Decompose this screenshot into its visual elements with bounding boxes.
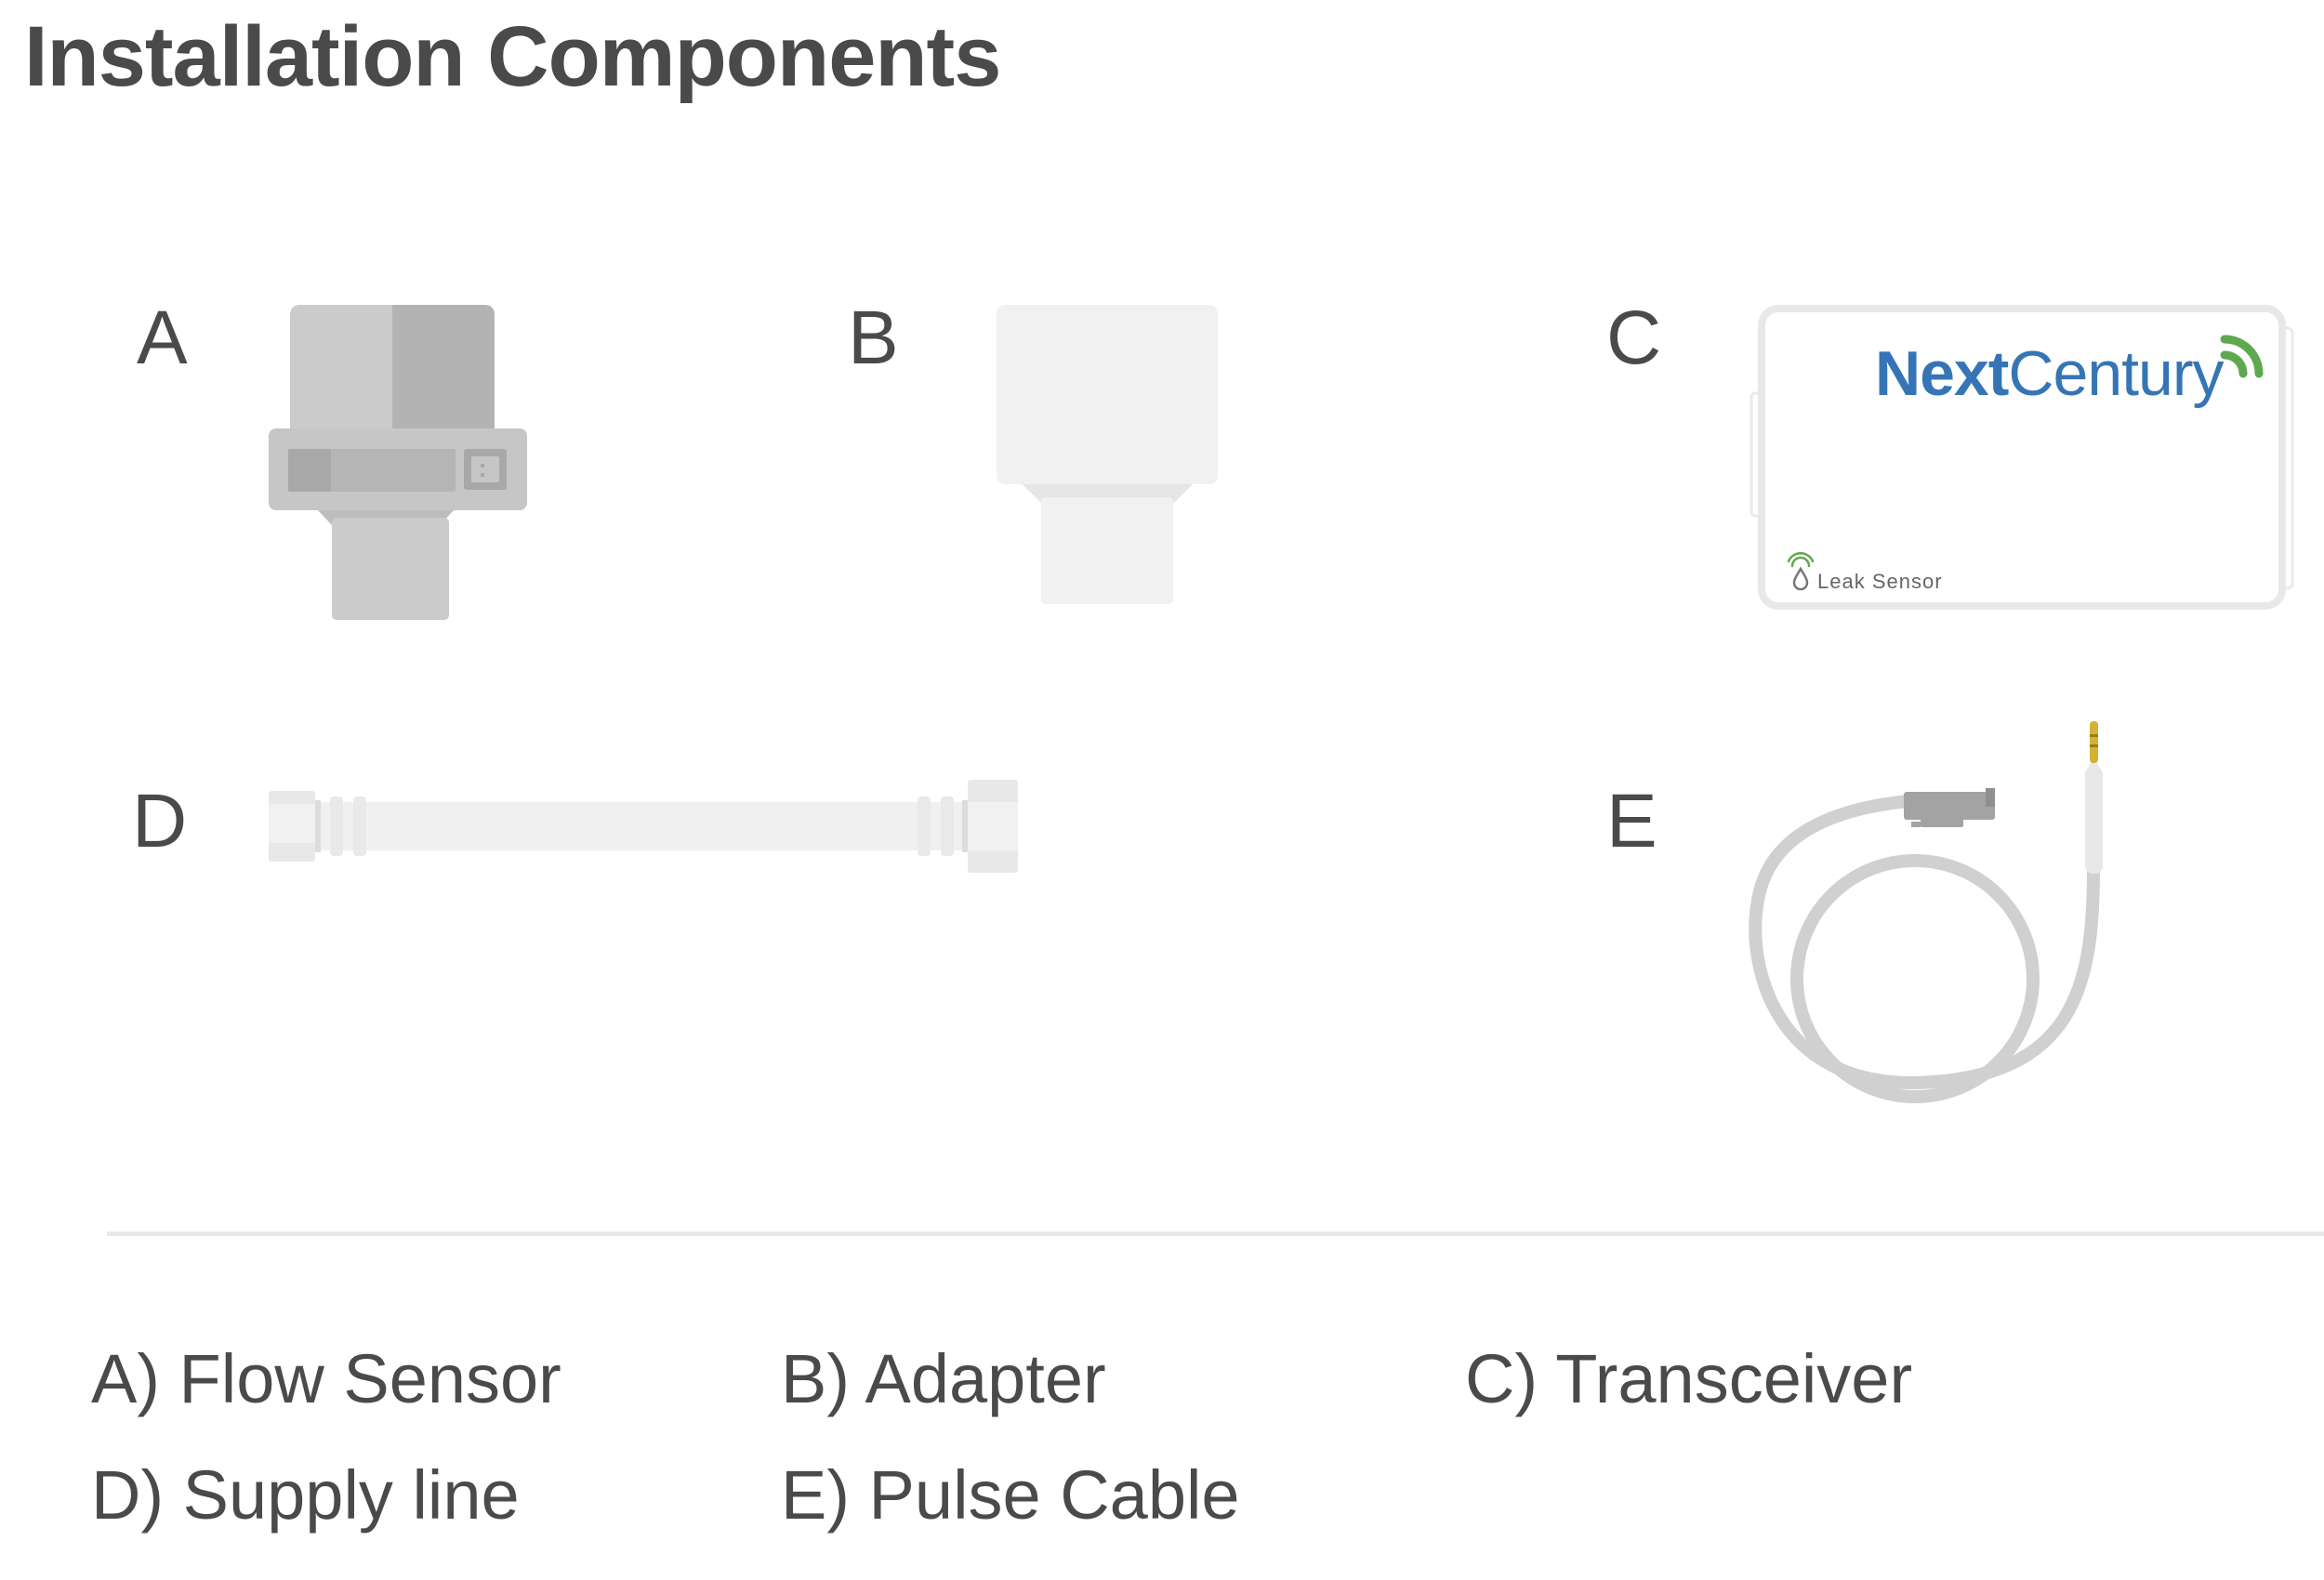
figure-letter-d: D (132, 779, 188, 863)
pulse-cable-plug-sleeve (2085, 767, 2103, 874)
figure-letter-c: C (1606, 296, 1662, 380)
pulse-cable-wire (1749, 792, 2100, 1090)
pulse-cable-illustration (1749, 721, 2103, 1103)
brand-logo-century: Century (2008, 338, 2224, 409)
legend-item-supply-line: D) Supply line (91, 1456, 520, 1534)
page-title: Installation Components (24, 9, 1001, 104)
flow-sensor-window-dark (288, 449, 331, 492)
flow-sensor-shade (392, 305, 495, 440)
leak-sensor-label: Leak Sensor (1817, 570, 1943, 593)
transceiver-case (1758, 305, 2286, 610)
pulse-sensor-clip (1904, 788, 1995, 827)
leak-wifi-icon (1787, 552, 1815, 568)
supply-line-hose (302, 802, 970, 850)
transceiver-illustration: NextCentury Leak Sensor (1750, 305, 2294, 610)
figure-letter-e: E (1606, 779, 1657, 863)
legend-item-adapter: B) Adapter (781, 1340, 1106, 1417)
adapter-body (997, 305, 1218, 484)
figure-letter-a: A (137, 296, 188, 380)
pulse-cable-loop (1790, 854, 2040, 1103)
brand-logo-next: Next (1875, 338, 2009, 409)
legend-item-pulse-cable: E) Pulse Cable (781, 1456, 1240, 1534)
pulse-cable-plug-tip (2090, 721, 2098, 763)
water-drop-icon (1792, 566, 1809, 591)
legend-item-transceiver: C) Transceiver (1465, 1340, 1913, 1417)
adapter-illustration (997, 305, 1218, 604)
supply-line-illustration (269, 780, 1018, 873)
figure-letter-b: B (848, 296, 899, 380)
wifi-signal-icon (2220, 335, 2264, 378)
flow-sensor-illustration (269, 305, 527, 620)
flow-sensor-outlet (332, 518, 449, 620)
brand-logo: NextCentury (1875, 338, 2224, 409)
legend-item-flow-sensor: A) Flow Sensor (91, 1340, 561, 1417)
adapter-outlet (1041, 497, 1173, 604)
legend-divider (107, 1231, 2324, 1236)
